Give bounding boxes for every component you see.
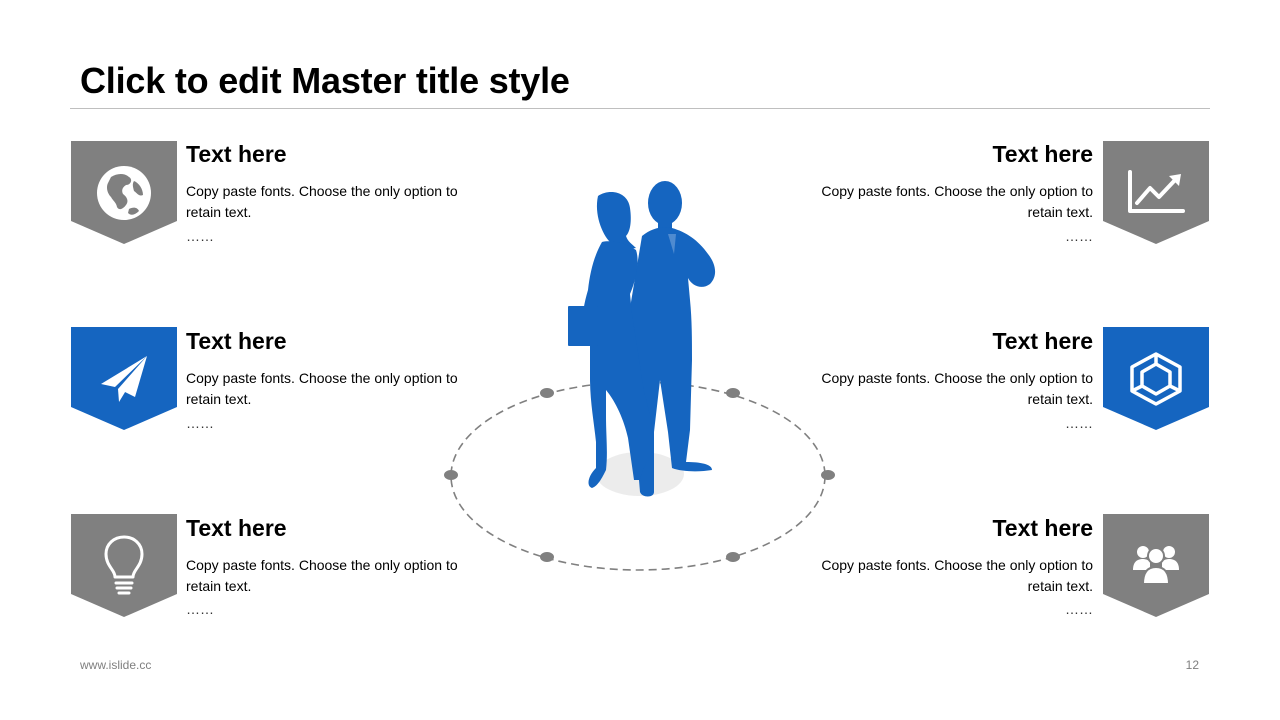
- people-group-badge: [1103, 514, 1209, 617]
- globe-icon: [97, 166, 151, 220]
- item-ellipsis: ……: [1065, 228, 1093, 244]
- slide-title: Click to edit Master title style: [80, 60, 570, 101]
- item-body: Copy paste fonts. Choose the only option…: [821, 183, 1093, 220]
- lightbulb-badge: [71, 514, 177, 617]
- item-body: Copy paste fonts. Choose the only option…: [186, 370, 458, 407]
- line-chart-badge: [1103, 141, 1209, 244]
- cube-badge: [1103, 327, 1209, 430]
- page-number: 12: [1185, 658, 1199, 672]
- businesswoman-silhouette-icon: [568, 192, 654, 488]
- footer-url: www.islide.cc: [80, 658, 152, 672]
- globe-badge: [71, 141, 177, 244]
- item-ellipsis: ……: [186, 415, 214, 431]
- item-body: Copy paste fonts. Choose the only option…: [186, 557, 458, 594]
- item-ellipsis: ……: [1065, 601, 1093, 617]
- cube-outline-icon: [1130, 352, 1182, 406]
- item-body: Copy paste fonts. Choose the only option…: [186, 183, 458, 220]
- paper-plane-badge: [71, 327, 177, 430]
- center-illustration: [430, 170, 850, 590]
- item-ellipsis: ……: [186, 228, 214, 244]
- item-heading: Text here: [186, 515, 287, 541]
- ring-node-dots: [444, 388, 835, 562]
- title-divider: [70, 108, 1210, 109]
- item-ellipsis: ……: [1065, 415, 1093, 431]
- item-body: Copy paste fonts. Choose the only option…: [821, 370, 1093, 407]
- people-group-icon: [1133, 546, 1179, 585]
- item-body: Copy paste fonts. Choose the only option…: [821, 557, 1093, 594]
- item-heading: Text here: [186, 141, 287, 167]
- lightbulb-icon: [104, 535, 144, 595]
- line-chart-icon: [1128, 170, 1185, 213]
- item-heading: Text here: [992, 515, 1093, 541]
- item-heading: Text here: [992, 141, 1093, 167]
- item-heading: Text here: [186, 328, 287, 354]
- item-ellipsis: ……: [186, 601, 214, 617]
- paper-plane-icon: [101, 356, 147, 402]
- item-heading: Text here: [992, 328, 1093, 354]
